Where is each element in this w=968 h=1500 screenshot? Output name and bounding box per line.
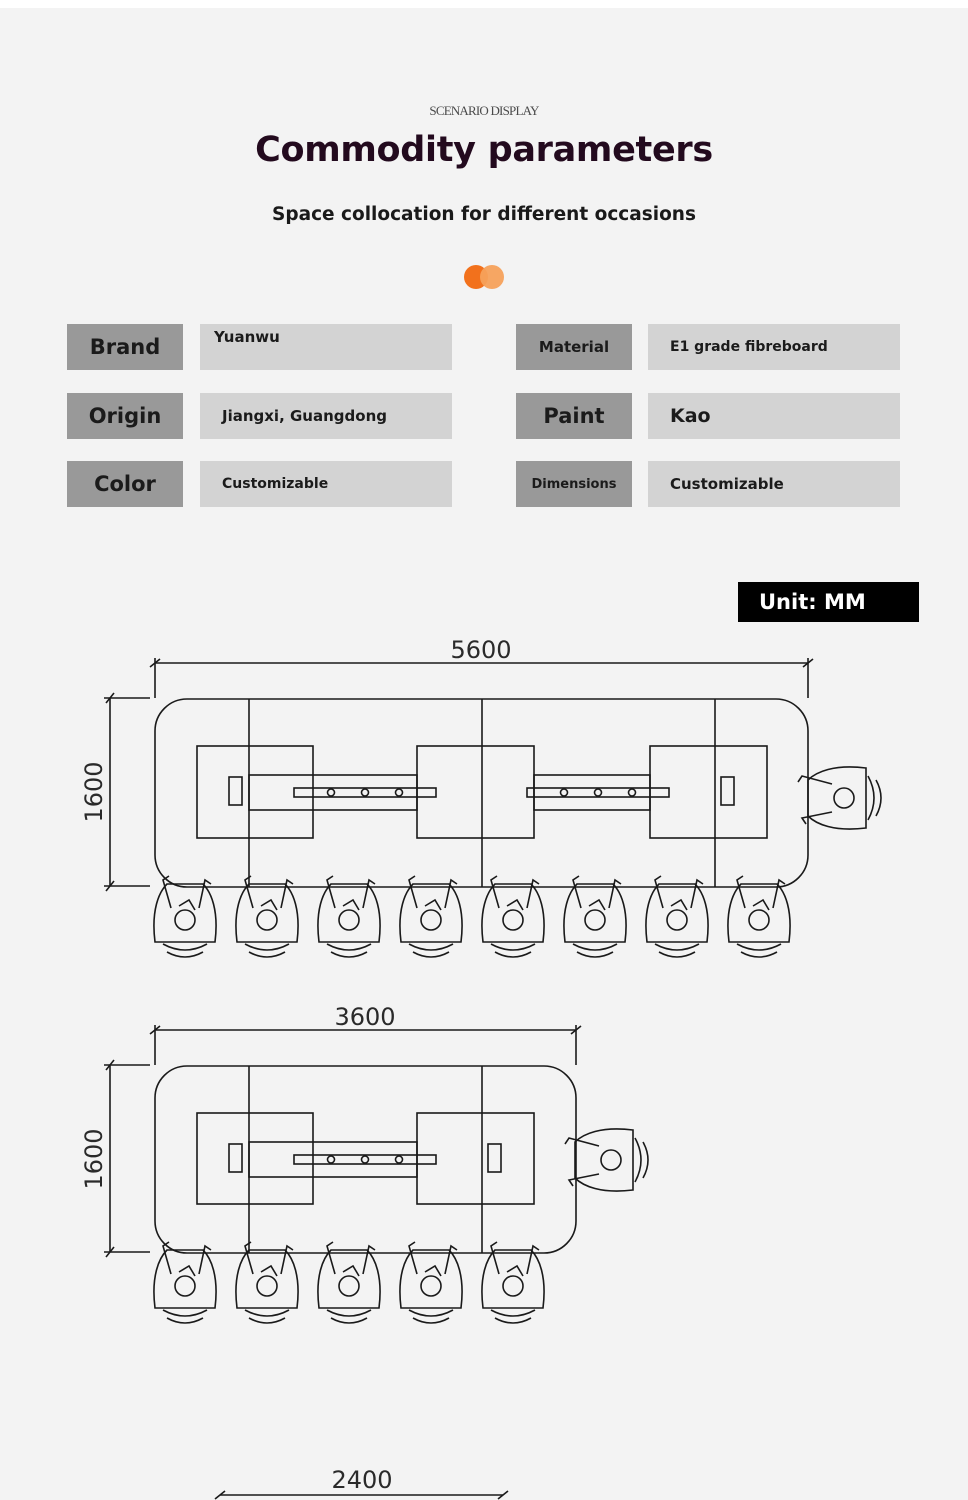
param-value-color: Customizable [200, 461, 452, 507]
seated-person-icon [235, 1241, 299, 1324]
seated-person-icon [481, 875, 545, 958]
param-value-material: E1 grade fibreboard [648, 324, 900, 370]
seated-person-icon [235, 875, 299, 958]
dimension-width-1600-b: 1600 [80, 1128, 108, 1189]
seated-person-icon [727, 875, 791, 958]
section-eyebrow: SCENARIO DISPLAY [429, 103, 539, 118]
accent-dot-light-icon [480, 265, 504, 289]
param-value-paint: Kao [648, 393, 900, 439]
param-key-brand: Brand [67, 324, 183, 370]
unit-badge: Unit: MM [738, 582, 919, 622]
param-key-material: Material [516, 324, 632, 370]
param-value-brand: Yuanwu [200, 324, 452, 370]
dimension-length-5600: 5600 [450, 636, 511, 664]
page-subtitle: Space collocation for different occasion… [272, 204, 696, 225]
dimension-length-3600: 3600 [334, 1003, 395, 1031]
seated-person-icon [399, 1241, 463, 1324]
param-value-origin: Jiangxi, Guangdong [200, 393, 452, 439]
seated-person-icon [645, 875, 709, 958]
seated-person-icon [399, 875, 463, 958]
dimension-length-2400: 2400 [331, 1466, 392, 1494]
dimension-width-1600-a: 1600 [80, 761, 108, 822]
seated-person-icon [481, 1241, 545, 1324]
param-key-dimensions: Dimensions [516, 461, 632, 507]
param-key-paint: Paint [516, 393, 632, 439]
param-value-dimensions: Customizable [648, 461, 900, 507]
seated-person-icon [317, 1241, 381, 1324]
seated-person-icon [153, 875, 217, 958]
param-key-color: Color [67, 461, 183, 507]
plan-2400 [214, 1490, 509, 1500]
seated-person-icon [317, 875, 381, 958]
top-border [0, 0, 968, 8]
table-floor-plan: 5600 1600 3600 1600 2400 [80, 636, 882, 1500]
plan-5600 [104, 658, 882, 958]
seated-person-icon [563, 875, 627, 958]
seated-person-end-icon [797, 766, 882, 830]
plan-3600 [104, 1025, 649, 1324]
seated-person-icon [153, 1241, 217, 1324]
seated-person-end-icon [564, 1128, 649, 1192]
page-title: Commodity parameters [255, 130, 713, 170]
param-key-origin: Origin [67, 393, 183, 439]
